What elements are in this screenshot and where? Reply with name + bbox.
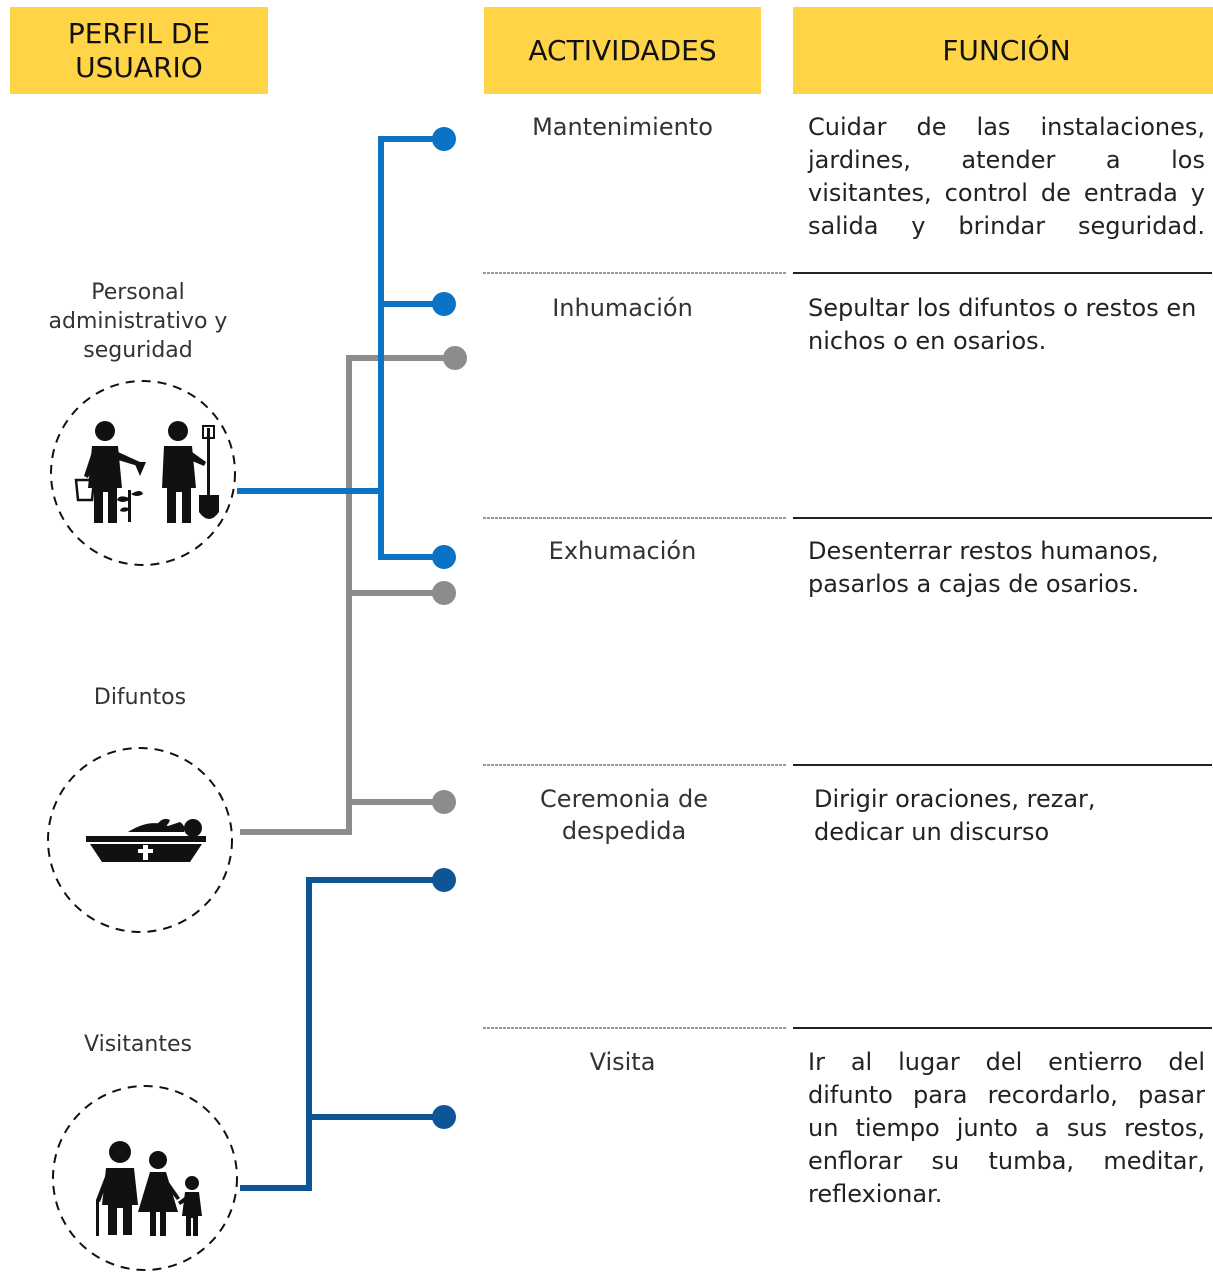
visitor-profile-circle xyxy=(52,1085,238,1271)
activity-ceremonia: Ceremonia de despedida xyxy=(540,785,708,845)
header-actividades-label: ACTIVIDADES xyxy=(528,33,717,67)
staff-dot-exhumacion xyxy=(432,545,456,569)
row-separators xyxy=(483,272,1212,1029)
visitor-dots xyxy=(432,868,456,1129)
deceased-dot-inhumacion xyxy=(443,346,467,370)
staff-dot-mantenimiento xyxy=(432,127,456,151)
activity-exhumacion: Exhumación xyxy=(548,537,697,565)
header-funcion: FUNCIÓN xyxy=(793,7,1213,94)
header-perfil-label: PERFIL DE USUARIO xyxy=(67,16,211,84)
visitor-connector xyxy=(240,877,444,1191)
deceased-dot-ceremonia xyxy=(432,790,456,814)
visitor-dot-top xyxy=(432,868,456,892)
function-ceremonia: Dirigir oraciones, rezar, dedicar un dis… xyxy=(814,785,1096,846)
deceased-connector xyxy=(240,355,445,835)
gardeners-icon xyxy=(74,421,219,523)
staff-dots xyxy=(432,127,456,569)
function-visita: Ir al lugar del entierro del difunto par… xyxy=(808,1046,1205,1211)
deceased-dots xyxy=(432,346,467,814)
function-visita-text: Ir al lugar del entierro del difunto par… xyxy=(808,1048,1205,1208)
function-exhumacion: Desenterrar restos humanos, pasarlos a c… xyxy=(808,537,1159,598)
header-funcion-label: FUNCIÓN xyxy=(942,33,1071,67)
profile-label-staff: Personal administrativo y seguridad xyxy=(48,280,228,363)
activity-inhumacion: Inhumación xyxy=(552,294,693,322)
function-mantenimiento-text: Cuidar de las instalaciones, jardines, a… xyxy=(808,113,1205,240)
family-icon xyxy=(96,1141,202,1236)
activity-mantenimiento: Mantenimiento xyxy=(532,113,713,141)
deceased-dot-exhumacion xyxy=(432,581,456,605)
header-perfil: PERFIL DE USUARIO xyxy=(10,7,268,94)
staff-connector xyxy=(237,136,444,560)
visitor-trunk xyxy=(240,877,444,1191)
visitor-dot-visita xyxy=(432,1105,456,1129)
function-mantenimiento: Cuidar de las instalaciones, jardines, a… xyxy=(808,111,1205,243)
header-actividades: ACTIVIDADES xyxy=(484,7,761,94)
profile-label-visitors: Visitantes xyxy=(84,1032,192,1057)
function-inhumacion: Sepultar los difuntos o restos en nichos… xyxy=(808,294,1197,355)
activity-visita: Visita xyxy=(589,1048,656,1076)
profile-label-deceased: Difuntos xyxy=(93,685,187,710)
staff-dot-inhumacion xyxy=(432,292,456,316)
coffin-icon xyxy=(86,818,206,862)
